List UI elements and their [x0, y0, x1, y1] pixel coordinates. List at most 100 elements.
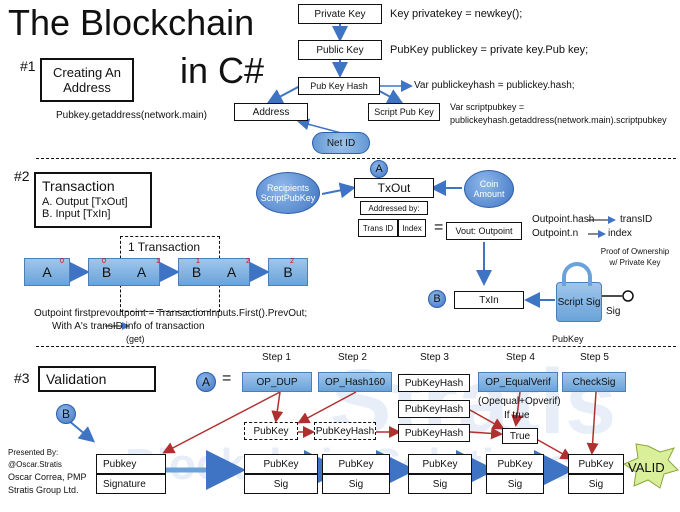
stack-5-top: PubKey	[568, 454, 624, 474]
watermark-text: Stratis	[330, 351, 617, 453]
chain-a2: A	[226, 264, 237, 280]
stack-left-bottom-label: Signature	[103, 478, 146, 490]
script-sig-label: Script Sig	[557, 296, 601, 308]
stack-1-top: PubKey	[244, 454, 318, 474]
chain-a0: A	[42, 264, 52, 280]
op-hash160-label: OP_Hash160	[324, 376, 386, 388]
script-pub-key-label: Script Pub Key	[374, 107, 434, 117]
stack-5-bottom: Sig	[568, 474, 624, 494]
op-hash160-box: OP_Hash160	[318, 372, 392, 392]
step-3-label: Step 3	[420, 352, 449, 363]
vout-label: Vout: Outpoint	[455, 226, 513, 236]
title-line-1: The Blockchain	[8, 2, 255, 43]
recipients-label: Recipients ScriptPubKey	[260, 183, 316, 203]
stack-4-bottom: Sig	[486, 474, 544, 494]
op-dup-label: OP_DUP	[256, 376, 298, 388]
true-label: True	[509, 430, 531, 442]
chain-block-3: B A	[178, 258, 250, 286]
stack-2-top: PubKey	[322, 454, 390, 474]
address-label: Address	[252, 106, 290, 118]
stack-5-bottom-label: Sig	[588, 478, 604, 490]
net-id-cloud: Net ID	[312, 132, 370, 154]
addressed-by-label: Addressed by:	[368, 203, 420, 213]
outpoint-code-line-3: (get)	[126, 334, 145, 344]
stack-1-bottom: Sig	[244, 474, 318, 494]
stack-2-top-label: PubKey	[338, 458, 374, 470]
chain-b2: B	[283, 264, 293, 280]
stack-3-top: PubKey	[408, 454, 472, 474]
code-scriptpubkey-1: Var scriptpubkey =	[450, 102, 525, 112]
opequal-note: (Opequal+Opverif)	[478, 396, 561, 407]
outpoint-code-line-2: With A's transID info of transaction	[52, 321, 205, 332]
script-pub-key-box: Script Pub Key	[368, 103, 440, 121]
stack-4-top: PubKey	[486, 454, 544, 474]
pubkey-label-s2: PubKey	[552, 334, 584, 344]
net-id-label: Net ID	[326, 137, 356, 149]
stack-3-top-label: PubKey	[422, 458, 458, 470]
validation-heading: Validation	[46, 371, 107, 387]
label-a-s3-text: A	[201, 375, 210, 389]
label-b-circle-s2: B	[428, 290, 446, 308]
addressed-by-box: Addressed by:	[360, 201, 428, 215]
private-key-label: Private Key	[314, 8, 366, 20]
label-a-circle-s3: A	[196, 372, 216, 392]
coin-amount-circle: Coin Amount	[464, 170, 514, 208]
outpoint-n-text: Outpoint.n	[532, 228, 579, 239]
label-b-circle-s3: B	[56, 404, 76, 424]
title-line-2: in C#	[180, 50, 265, 91]
op-dup-box: OP_DUP	[242, 372, 312, 392]
pubkeyhash-mid1-box: PubKeyHash	[398, 400, 470, 418]
pubkeyhash-mid2-label: PubKeyHash	[404, 427, 464, 439]
creating-address-box: Creating An Address	[40, 58, 134, 102]
stack-3-bottom: Sig	[408, 474, 472, 494]
pubkey-dashed-box: PubKey	[244, 422, 298, 440]
pubkeyhash-mid2-box: PubKeyHash	[398, 424, 470, 442]
stack-left-top-label: Pubkey	[103, 458, 137, 470]
true-box: True	[502, 428, 538, 444]
label-a-circle-s2: A	[370, 160, 388, 178]
stack-3-bottom-label: Sig	[432, 478, 448, 490]
chain-num-0a: 0	[60, 258, 64, 265]
pubkeyhash-mid1-label: PubKeyHash	[404, 403, 464, 415]
outpoint-hash-text: Outpoint.hash	[532, 214, 595, 225]
one-transaction-label: 1 Transaction	[128, 240, 201, 254]
address-box: Address	[234, 103, 308, 121]
pubkeyhash-dashed-box: PubKeyHash	[314, 422, 376, 440]
step-5-label: Step 5	[580, 352, 609, 363]
chain-num-2a: 2	[246, 258, 250, 265]
code-pubkeyhash: Var publickeyhash = publickey.hash;	[414, 80, 575, 91]
stack-1-top-label: PubKey	[263, 458, 299, 470]
pubkeyhash-step3-box: PubKeyHash	[398, 374, 470, 392]
stack-2-bottom-label: Sig	[348, 478, 364, 490]
stack-2-bottom: Sig	[322, 474, 390, 494]
section-2-number: #2	[14, 168, 30, 184]
step-1-label: Step 1	[262, 352, 291, 363]
checksig-label: CheckSig	[572, 376, 616, 388]
script-sig-lock: Script Sig	[556, 282, 602, 322]
chain-block-4: B	[268, 258, 308, 286]
equals-sign-s2: =	[434, 219, 444, 236]
transaction-item-b: B. Input [TxIn]	[42, 208, 111, 220]
valid-badge: VALID	[628, 460, 665, 475]
transaction-box: Transaction A. Output [TxOut] B. Input […	[34, 172, 152, 228]
step-4-label: Step 4	[506, 352, 535, 363]
stack-left-top: Pubkey	[96, 454, 166, 474]
if-true-text: If true	[504, 410, 530, 421]
stack-left-bottom: Signature	[96, 474, 166, 494]
label-b-s3-text: B	[61, 407, 70, 421]
chain-num-1a: 1	[156, 258, 160, 265]
txin-label: TxIn	[479, 294, 499, 306]
lock-shackle-icon	[562, 262, 592, 286]
section-1-number: #1	[20, 58, 36, 74]
public-key-box: Public Key	[298, 40, 382, 60]
credits-line-3: Oscar Correa, PMP	[8, 472, 87, 482]
txout-box: TxOut	[354, 178, 434, 198]
credits-line-4: Stratis Group Ltd.	[8, 485, 79, 495]
section-3-number: #3	[14, 370, 30, 386]
equals-sign-s3: =	[222, 370, 232, 387]
code-scriptpubkey-2: publickeyhash.getaddress(network.main).s…	[450, 115, 667, 125]
chain-num-0b: 0	[102, 258, 106, 265]
sig-label-s2: Sig	[606, 306, 621, 317]
pub-key-hash-box: Pub Key Hash	[298, 77, 380, 95]
section-divider-1	[36, 158, 676, 159]
